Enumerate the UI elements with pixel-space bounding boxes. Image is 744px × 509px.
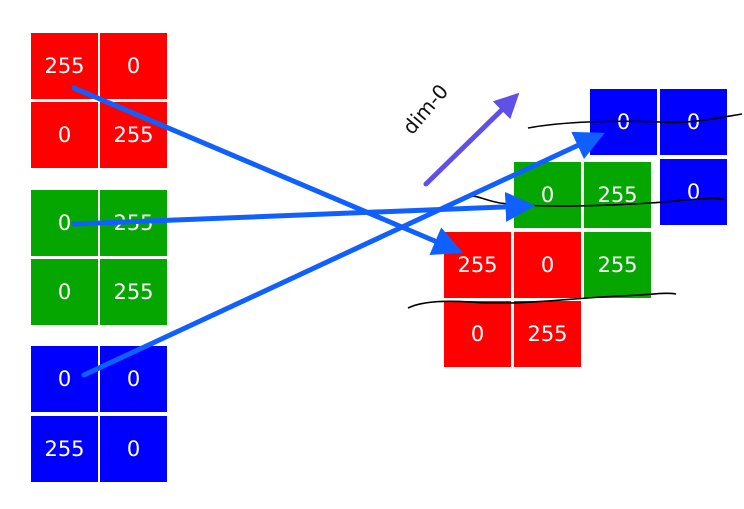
dim0-axis-arrow <box>423 92 520 187</box>
stacked-red-cell-r1c1: 255 <box>514 301 581 367</box>
stacked-green-cell-r0c1: 255 <box>584 162 651 228</box>
red-cell-r0c0: 255 <box>31 33 98 99</box>
scribble-line-green-layer <box>465 195 725 207</box>
scribble-line-blue-layer <box>527 113 743 129</box>
green-cell-r1c0: 0 <box>31 259 98 325</box>
stacked-red-cell-r1c0: 0 <box>444 301 511 367</box>
stacked-green-cell-r1c1: 255 <box>584 232 651 298</box>
green-cell-r1c1: 255 <box>100 259 167 325</box>
blue-cell-r1c1: 0 <box>100 416 167 482</box>
stacked-blue-cell-r1c1: 0 <box>660 159 727 225</box>
blue-cell-r1c0: 255 <box>31 416 98 482</box>
arrow-green-to-stack <box>71 191 536 227</box>
blue-cell-r0c0: 0 <box>31 346 98 412</box>
arrow-red-to-stack <box>71 85 463 256</box>
blue-cell-r0c1: 0 <box>100 346 167 412</box>
scribble-line-red-layer <box>407 292 677 309</box>
red-cell-r0c1: 0 <box>100 33 167 99</box>
stacked-red-cell-r0c1: 0 <box>514 232 581 298</box>
arrow-blue-to-stack <box>81 131 605 378</box>
red-cell-r1c0: 0 <box>31 102 98 168</box>
